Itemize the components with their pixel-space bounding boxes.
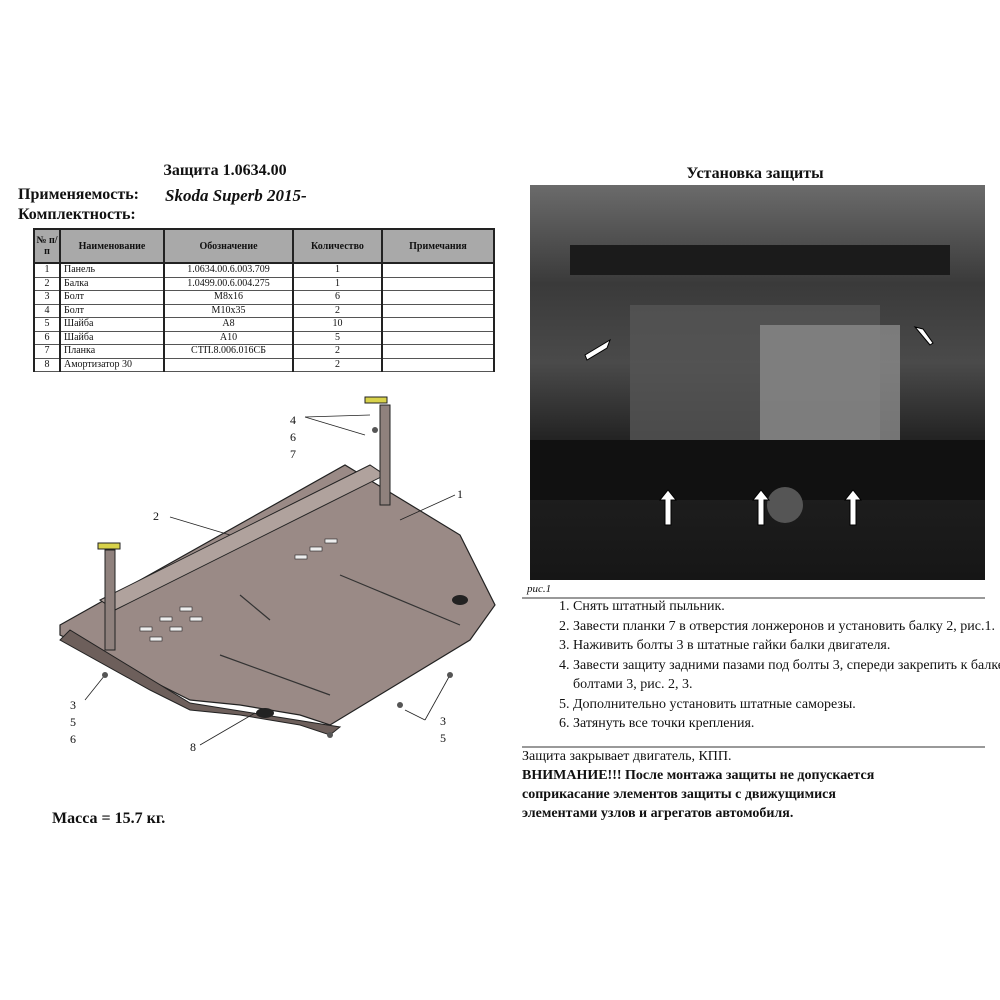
table-cell: Болт — [59, 290, 165, 305]
step: Дополнительно установить штатные саморез… — [573, 695, 1000, 715]
col-header: Количество — [292, 228, 383, 264]
callout-7: 7 — [290, 447, 296, 461]
table-cell: M8x16 — [163, 290, 294, 305]
callout-1: 1 — [457, 487, 463, 501]
divider — [522, 746, 985, 748]
table-cell: Балка — [59, 276, 165, 291]
table-cell — [381, 276, 495, 291]
step: Наживить болты 3 в штатные гайки балки д… — [573, 636, 1000, 656]
table-cell: M10x35 — [163, 303, 294, 318]
callout-6: 6 — [70, 732, 76, 746]
table-cell: Болт — [59, 303, 165, 318]
table-cell: 5 — [292, 330, 383, 345]
document-title: Защита 1.0634.00 — [163, 162, 287, 179]
install-title: Установка защиты — [686, 165, 824, 182]
warning-line: ВНИМАНИЕ!!! После монтажа защиты не допу… — [522, 768, 875, 783]
table-cell — [381, 262, 495, 278]
col-header: Примечания — [381, 228, 495, 264]
applicability-label: Применяемость: — [18, 186, 139, 203]
callout-8: 8 — [190, 740, 196, 754]
callout-5: 5 — [440, 731, 446, 745]
table-cell — [381, 330, 495, 345]
table-cell: 1 — [292, 262, 383, 278]
table-cell: 2 — [33, 276, 61, 291]
table-cell: 6 — [33, 330, 61, 345]
step: Снять штатный пыльник. — [573, 597, 1000, 617]
mass-label: Масса = 15.7 кг. — [52, 810, 166, 827]
table-cell: 2 — [292, 357, 383, 372]
table-cell: 4 — [33, 303, 61, 318]
table-cell — [381, 303, 495, 318]
table-cell: Панель — [59, 262, 165, 278]
table-cell — [163, 357, 294, 372]
col-header: Обозначение — [163, 228, 294, 264]
callout-5: 5 — [70, 715, 76, 729]
table-cell: 1 — [292, 276, 383, 291]
parts-table: № п/п Наименование Обозначение Количеств… — [33, 228, 495, 372]
table-cell: 8 — [33, 357, 61, 372]
bracket-left — [104, 549, 116, 651]
table-cell: Амортизатор 30 — [59, 357, 165, 372]
table-cell: 2 — [292, 303, 383, 318]
table-cell: 6 — [292, 290, 383, 305]
warning-line: соприкасание элементов защиты с движущим… — [522, 787, 836, 802]
table-cell: 2 — [292, 344, 383, 359]
callout-6: 6 — [290, 430, 296, 444]
table-cell — [381, 290, 495, 305]
kit-label: Комплектность: — [18, 206, 136, 223]
warning-line: элементами узлов и агрегатов автомобиля. — [522, 806, 794, 821]
table-cell — [381, 357, 495, 372]
applicability-value: Skoda Superb 2015- — [165, 186, 307, 205]
coverage-note: Защита закрывает двигатель, КПП. — [522, 749, 732, 764]
bracket-right — [379, 404, 391, 506]
divider — [522, 597, 985, 599]
install-steps: Снять штатный пыльник. Завести планки 7 … — [535, 597, 1000, 734]
figure-caption: рис.1 — [527, 583, 552, 595]
callout-3: 3 — [440, 714, 446, 728]
table-cell: Планка — [59, 344, 165, 359]
table-cell — [381, 317, 495, 332]
table-cell: Шайба — [59, 330, 165, 345]
engine-bay-photo — [530, 185, 985, 580]
callout-2: 2 — [153, 509, 159, 523]
step: Завести защиту задними пазами под болты … — [573, 656, 1000, 695]
table-cell: 5 — [33, 317, 61, 332]
table-cell: 1 — [33, 262, 61, 278]
step: Затянуть все точки крепления. — [573, 714, 1000, 734]
table-cell: A10 — [163, 330, 294, 345]
table-cell — [381, 344, 495, 359]
callout-3: 3 — [70, 698, 76, 712]
table-cell: 3 — [33, 290, 61, 305]
table-cell: Шайба — [59, 317, 165, 332]
table-cell: 1.0634.00.6.003.709 — [163, 262, 294, 278]
table-cell: СТП.8.006.016СБ — [163, 344, 294, 359]
table-cell: A8 — [163, 317, 294, 332]
assembly-diagram — [59, 396, 496, 746]
table-cell: 7 — [33, 344, 61, 359]
col-header: Наименование — [59, 228, 165, 264]
callout-4: 4 — [290, 413, 296, 427]
table-cell: 10 — [292, 317, 383, 332]
arrow-icons — [584, 326, 934, 526]
table-cell: 1.0499.00.6.004.275 — [163, 276, 294, 291]
step: Завести планки 7 в отверстия лонжеронов … — [573, 617, 1000, 637]
col-header: № п/п — [33, 228, 61, 264]
